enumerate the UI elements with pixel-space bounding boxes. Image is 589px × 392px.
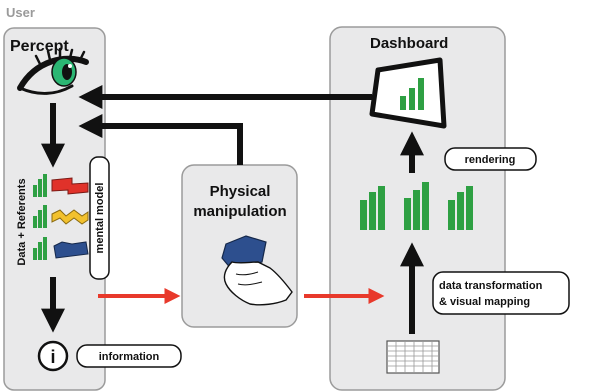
mental-model-label: mental model — [94, 183, 106, 254]
rendering-box: rendering — [444, 147, 537, 171]
hand-with-piece-icon — [221, 235, 293, 306]
information-label: information — [99, 351, 160, 363]
percept-title: Percept — [10, 38, 69, 55]
data-transformation-box: data transformation & visual mapping — [432, 271, 570, 315]
rendering-label: rendering — [465, 154, 516, 166]
physical-label-line1: Physical — [210, 183, 271, 200]
bar-chart-group-3 — [448, 186, 473, 230]
data-table-icon — [386, 340, 440, 374]
data-transformation-label-line2: & visual mapping — [439, 296, 530, 308]
mini-bar-group-2 — [33, 205, 47, 228]
data-referents-label: Data + Referents — [16, 178, 28, 265]
bar-chart-group-1 — [360, 186, 385, 230]
physical-label-line2: manipulation — [193, 203, 286, 220]
bar-chart-group-2 — [404, 182, 429, 230]
arrow-physical-to-percept — [78, 114, 243, 165]
mini-bar-group-1 — [33, 174, 47, 197]
svg-text:i: i — [50, 347, 55, 367]
rendered-chart-monitor — [369, 57, 447, 129]
blue-referent-piece — [53, 241, 89, 259]
yellow-referent-piece — [51, 209, 89, 225]
data-transformation-label-line1: data transformation — [439, 280, 543, 292]
mental-model-box: mental model — [89, 156, 110, 280]
user-label: User — [6, 5, 35, 20]
dashboard-title: Dashboard — [370, 35, 448, 52]
information-icon: i — [37, 340, 69, 372]
eye-icon — [17, 47, 89, 95]
red-referent-piece — [51, 177, 89, 195]
information-box: information — [76, 344, 182, 368]
mini-bar-group-3 — [33, 237, 47, 260]
